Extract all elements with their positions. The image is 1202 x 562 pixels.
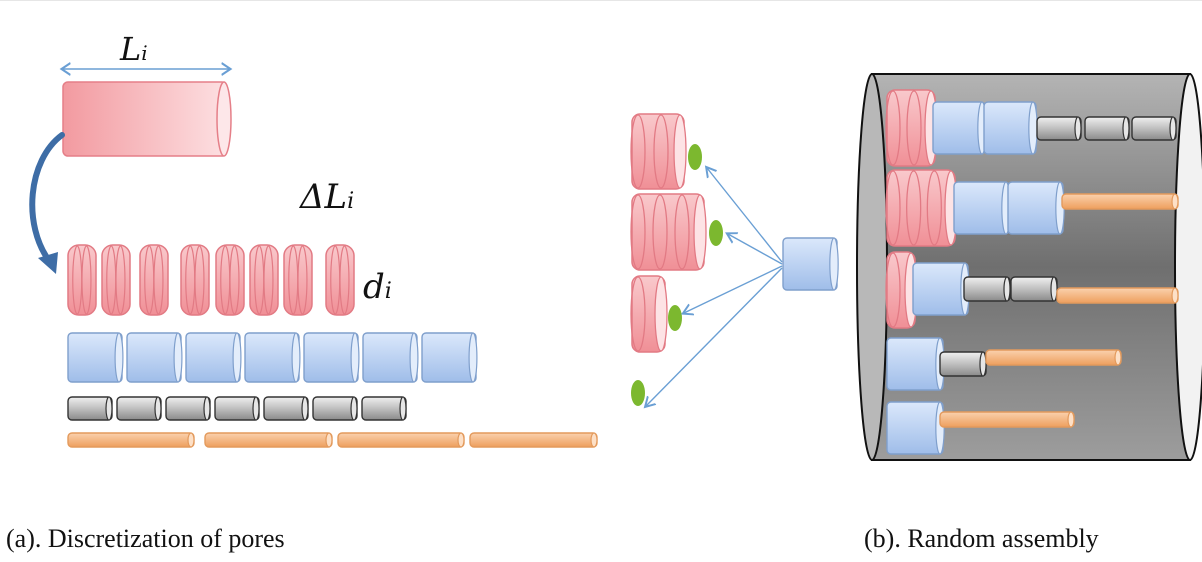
pink-stack-three [630,193,707,271]
gray-segment [963,276,1011,302]
gray-segment [263,396,309,421]
blue-segment [983,101,1038,155]
gray-segment [1084,116,1130,141]
gray-segment [939,351,987,377]
pink-disc-segment [325,244,355,316]
node-dot [688,144,702,170]
long-pore [62,81,232,157]
green-nodes [631,144,723,406]
orange-segment [939,411,1075,428]
pink-segment-row [67,244,355,316]
orange-segment [1056,287,1179,304]
blue-segment [185,332,242,383]
connection-arrows [646,168,783,406]
pink-disc-segment [139,244,169,316]
gray-segment [165,396,211,421]
top-border [0,0,1202,1]
node-dot [668,305,682,331]
caption-random-assembly: (b). Random assembly [864,524,1099,553]
node-dot [709,220,723,246]
blue-segment [932,101,987,155]
caption-discretization: (a). Discretization of pores [6,524,285,553]
blue-segment [782,237,839,291]
random-assembly [885,89,1179,455]
gray-segment [1131,116,1177,141]
blue-segment [1007,181,1065,235]
panel-a: Li ΔLi di [29,30,598,448]
orange-segment [204,432,333,448]
pink-stack-two [630,113,687,190]
blue-segment [362,332,419,383]
blue-segment [886,337,945,391]
blue-segment [67,332,124,383]
pink-disc-segment [101,244,131,316]
gray-segment [1010,276,1058,302]
delta-length-symbol: ΔLi [298,177,354,217]
gray-segment [116,396,162,421]
length-symbol: Li [119,30,148,68]
blue-segment [912,262,970,316]
blue-segment [421,332,478,383]
pink-disc-segment [249,244,279,316]
blue-segment [244,332,301,383]
pink-stack-three [885,169,958,247]
pink-stack-two [885,89,938,167]
orange-segment [985,349,1122,366]
blue-segment-row [67,332,478,383]
gray-segment [361,396,407,421]
blue-segment [126,332,183,383]
gray-segment [312,396,358,421]
pink-disc-segment [67,244,97,316]
pore-diagram: Li ΔLi di [29,30,1202,461]
orange-segment [469,432,598,448]
node-dot [631,380,645,406]
gray-segment [67,396,113,421]
source-blue-segment [782,237,839,291]
blue-segment [953,181,1011,235]
diameter-symbol: di [363,267,392,307]
panel-b [856,73,1202,461]
gray-segment-row [67,396,407,421]
gray-segment [214,396,260,421]
orange-segment [1061,193,1179,210]
curved-arrow [29,132,65,274]
gray-segment [1036,116,1082,141]
pink-disc-segment [180,244,210,316]
orange-segment-row [67,432,598,448]
blue-segment [886,401,945,455]
orange-segment [67,432,195,448]
orange-segment [337,432,465,448]
pink-stack-one [630,275,668,353]
pink-disc-segment [215,244,245,316]
blue-segment [303,332,360,383]
connection-diagram [630,113,839,406]
pink-disc-segment [283,244,313,316]
